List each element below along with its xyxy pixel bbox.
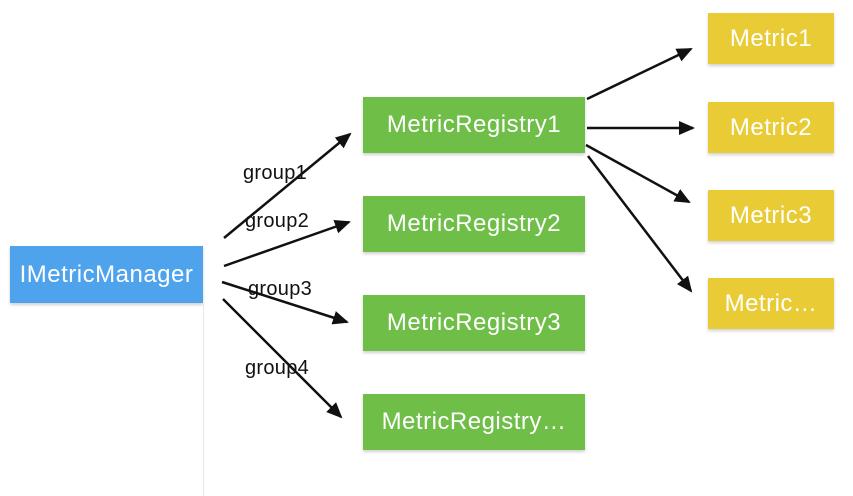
node-metric2: Metric2 xyxy=(708,102,834,153)
edge-label-group2: group2 xyxy=(245,210,310,232)
arrow-registry1-to-metric3 xyxy=(585,143,691,204)
arrow-registry1-to-metric4 xyxy=(587,155,693,293)
vertical-divider xyxy=(203,303,204,496)
node-metricregistry3-label: MetricRegistry3 xyxy=(386,309,562,336)
node-metricregistry-more: MetricRegistry… xyxy=(363,394,585,450)
node-metric2-label: Metric2 xyxy=(729,113,813,141)
node-metricregistry1: MetricRegistry1 xyxy=(363,97,585,153)
node-metric3: Metric3 xyxy=(708,190,834,241)
node-imetricmanager: IMetricManager xyxy=(10,246,203,303)
node-metricregistry1-label: MetricRegistry1 xyxy=(386,111,562,138)
node-imetricmanager-label: IMetricManager xyxy=(19,260,194,288)
node-metricregistry-more-label: MetricRegistry… xyxy=(381,408,567,435)
node-metric3-label: Metric3 xyxy=(729,201,813,229)
node-metric1: Metric1 xyxy=(708,13,834,64)
node-metricregistry3: MetricRegistry3 xyxy=(363,295,585,351)
edge-label-group1: group1 xyxy=(243,162,308,184)
edge-label-group3: group3 xyxy=(248,278,313,300)
arrow-registry1-to-metric1 xyxy=(586,47,693,101)
node-metric-more: Metric… xyxy=(708,278,834,329)
edge-label-group4: group4 xyxy=(245,357,310,379)
node-metric-more-label: Metric… xyxy=(724,289,818,317)
node-metricregistry2-label: MetricRegistry2 xyxy=(386,210,562,237)
node-metric1-label: Metric1 xyxy=(729,24,813,52)
node-metricregistry2: MetricRegistry2 xyxy=(363,196,585,252)
